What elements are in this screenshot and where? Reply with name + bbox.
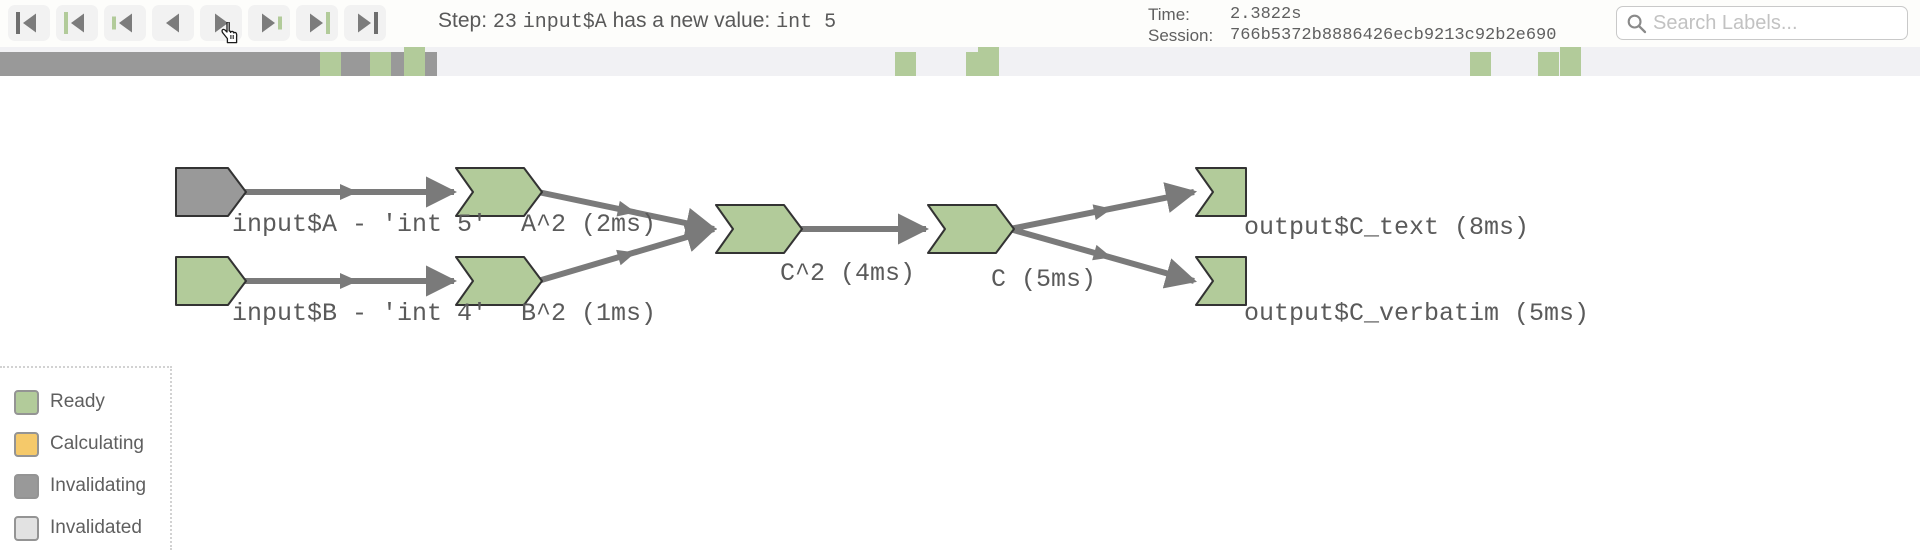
node-input-a[interactable] [175, 167, 247, 217]
small-green-bar-triangle-left-icon [112, 13, 132, 33]
search-icon [1626, 13, 1647, 34]
session-info: Time: 2.3822s Session: 766b5372b8886426e… [1148, 4, 1556, 46]
legend-item-calculating-label: Calculating [50, 433, 144, 454]
timeline-session-marker[interactable] [978, 47, 999, 76]
triangle-right-icon [215, 13, 228, 33]
session-label: Session: [1148, 26, 1214, 45]
timeline-session-marker[interactable] [1560, 47, 1581, 76]
step-status: Step: 23 input$A has a new value: int 5 [438, 9, 836, 34]
timeline-session-marker[interactable] [1470, 52, 1491, 76]
session-value: 766b5372b8886426ecb9213c92b2e690 [1230, 26, 1557, 45]
jump-to-end-button[interactable] [344, 5, 386, 41]
node-output-c-text-label: output$C_text (8ms) [1244, 213, 1530, 242]
prev-session-button[interactable] [56, 5, 98, 41]
step-back-button[interactable] [152, 5, 194, 41]
edge-direction-arrow [616, 200, 636, 217]
node-c-label: C (5ms) [991, 265, 1097, 294]
node-output-c-text[interactable] [1195, 167, 1247, 217]
legend-item-ready-swatch [14, 389, 39, 415]
node-c[interactable] [927, 204, 1015, 254]
node-input-b-label: input$B - 'int 4' [232, 299, 488, 328]
reactive-graph: input$A - 'int 5' input$B - 'int 4' A^2 (2… [0, 76, 1920, 550]
node-c-squared-label: C^2 (4ms) [780, 259, 916, 288]
edge-direction-arrow [616, 249, 636, 266]
node-input-b[interactable] [175, 256, 247, 306]
timeline-session-marker[interactable] [370, 52, 391, 76]
node-a-squared-label: A^2 (2ms) [521, 210, 657, 239]
timeline-session-marker[interactable] [895, 52, 916, 76]
step-message-value: int 5 [776, 11, 837, 34]
timeline-progress[interactable] [0, 52, 437, 76]
triangle-right-bar-dark-icon [358, 12, 378, 34]
node-b-squared[interactable] [455, 256, 543, 306]
legend-item-invalidated: Invalidated [14, 507, 170, 549]
prev-sub-step-button[interactable] [104, 5, 146, 41]
node-a-squared[interactable] [455, 167, 543, 217]
bar-left-green-triangle-left-icon [64, 12, 84, 34]
legend-item-invalidating-swatch [14, 473, 39, 499]
timeline-session-marker[interactable] [320, 52, 341, 76]
node-output-c-verbatim-label: output$C_verbatim (5ms) [1244, 299, 1590, 328]
timeline-session-marker[interactable] [1538, 52, 1559, 76]
edge-direction-arrow [340, 273, 358, 289]
node-input-a-label: input$A - 'int 5' [232, 210, 488, 239]
bar-left-triangle-left-icon [16, 12, 36, 34]
legend-item-ready: Ready [14, 381, 170, 423]
step-label: Step: [438, 9, 488, 32]
toolbar: Step: 23 input$A has a new value: int 5 … [0, 0, 1920, 47]
step-message-target: input$A [522, 11, 607, 34]
node-c-squared[interactable] [715, 204, 803, 254]
legend-item-ready-label: Ready [50, 391, 105, 412]
node-b-squared-label: B^2 (1ms) [521, 299, 657, 328]
graph-canvas [175, 167, 1247, 306]
legend-item-calculating: Calculating [14, 423, 170, 465]
search-box[interactable] [1616, 6, 1918, 40]
next-session-button[interactable] [296, 5, 338, 41]
step-message-text: has a new value: [612, 9, 771, 32]
timeline-session-marker[interactable] [404, 47, 425, 76]
legend-item-invalidated-swatch [14, 515, 39, 541]
time-value: 2.3822s [1230, 5, 1302, 24]
node-output-c-verbatim[interactable] [1195, 256, 1247, 306]
step-number: 23 [492, 11, 517, 34]
legend-item-invalidated-label: Invalidated [50, 517, 142, 538]
edge-direction-arrow [1092, 244, 1112, 261]
session-row: Session: 766b5372b8886426ecb9213c92b2e69… [1148, 25, 1556, 46]
edge-direction-arrow [1092, 204, 1112, 221]
playback-button-group [8, 5, 386, 44]
search-input[interactable] [1653, 8, 1918, 38]
timeline-scrubber[interactable] [0, 47, 1920, 76]
step-forward-button[interactable] [200, 5, 242, 44]
time-label: Time: [1148, 5, 1190, 24]
next-sub-step-button[interactable] [248, 5, 290, 41]
triangle-left-icon [166, 13, 179, 33]
triangle-right-small-green-bar-icon [262, 13, 282, 33]
triangle-right-green-bar-icon [310, 12, 330, 34]
jump-to-start-button[interactable] [8, 5, 50, 41]
legend-item-invalidating: Invalidating [14, 465, 170, 507]
edge-direction-arrow [340, 184, 358, 200]
legend-item-invalidating-label: Invalidating [50, 475, 147, 496]
legend-item-calculating-swatch [14, 431, 39, 457]
time-row: Time: 2.3822s [1148, 4, 1556, 25]
